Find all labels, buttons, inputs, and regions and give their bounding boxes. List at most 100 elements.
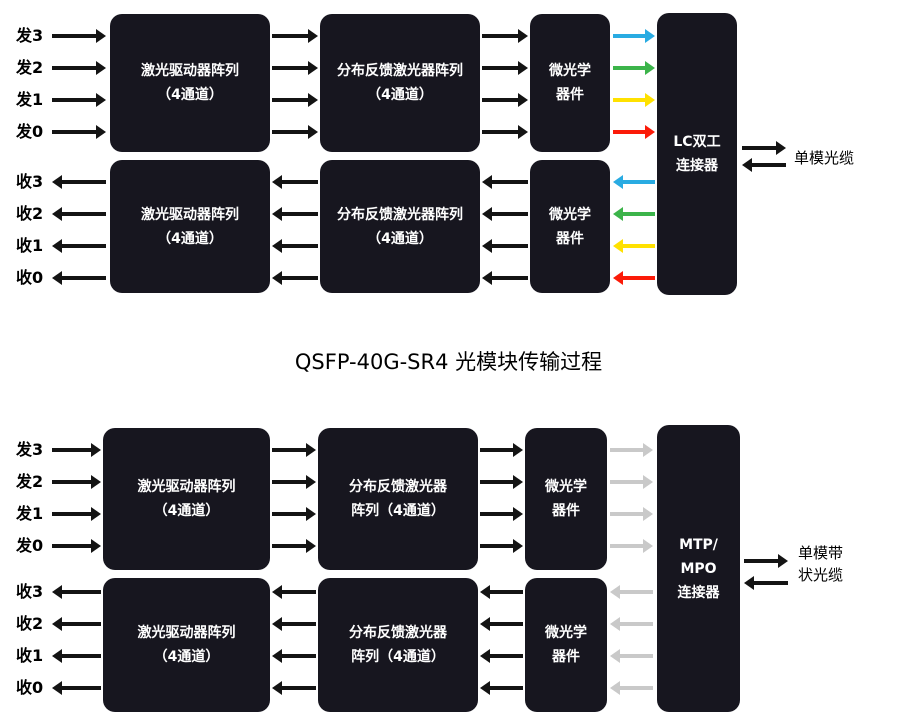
block-label-line: （4通道） xyxy=(157,230,223,247)
block-label-line: 激光驱动器阵列 xyxy=(141,63,239,79)
lane-arrow-gray xyxy=(610,680,653,696)
block-label-line: MPO xyxy=(680,560,717,577)
rx-flow-arrow xyxy=(52,270,106,286)
rx-port-label: 收3 xyxy=(16,172,44,191)
tx-flow-arrow xyxy=(272,442,316,458)
block-label-line: 连接器 xyxy=(677,584,720,601)
lane-arrow-red xyxy=(613,124,655,140)
block-label-line: 微光学 xyxy=(549,63,591,79)
lane-arrow-gray xyxy=(610,442,653,458)
tx-flow-arrow xyxy=(52,474,101,490)
rx-flow-arrow xyxy=(482,270,528,286)
lane-arrow-gray xyxy=(610,616,653,632)
tx-flow-arrow xyxy=(52,538,101,554)
block-label-line: 连接器 xyxy=(676,158,718,174)
block-label-line: 激光驱动器阵列 xyxy=(137,625,236,641)
micro-optics-tx-block: 微光学 器件 xyxy=(525,428,607,570)
dfb-laser-array-tx-block: 分布反馈激光器 阵列（4通道） xyxy=(318,428,478,570)
lane-arrow-green xyxy=(613,206,655,222)
rx-port-label: 收2 xyxy=(16,614,44,633)
tx-flow-arrow xyxy=(480,538,523,554)
block-label-line: 分布反馈激光器 xyxy=(349,479,447,495)
tx-port-label: 发2 xyxy=(16,58,44,77)
tx-flow-arrow xyxy=(272,60,318,76)
tx-flow-arrow xyxy=(480,442,523,458)
cable-label-line: 单模带 xyxy=(798,544,844,562)
tx-flow-arrow xyxy=(52,442,101,458)
tx-port-label: 发2 xyxy=(16,472,44,491)
tx-flow-arrow xyxy=(52,92,106,108)
tx-flow-arrow xyxy=(52,60,106,76)
rx-flow-arrow xyxy=(272,584,316,600)
tx-flow-arrow xyxy=(52,28,106,44)
tx-flow-arrow xyxy=(482,124,528,140)
cable-label: 单模光缆 xyxy=(794,149,855,167)
cable-label-line: 状光缆 xyxy=(798,566,844,584)
rx-port-label: 收0 xyxy=(16,678,44,697)
block-label-line: MTP/ xyxy=(679,536,718,553)
rx-flow-arrow xyxy=(480,648,523,664)
micro-optics-rx-block: 微光学 器件 xyxy=(530,160,610,293)
rx-flow-arrow xyxy=(272,238,318,254)
block-label-line: 微光学 xyxy=(545,479,587,495)
laser-driver-array-tx-block: 激光驱动器阵列 （4通道） xyxy=(103,428,270,570)
diagram-caption: QSFP-40G-SR4 光模块传输过程 xyxy=(294,350,603,374)
dfb-laser-array-tx-block: 分布反馈激光器阵列 （4通道） xyxy=(320,14,480,152)
tx-port-label: 发1 xyxy=(16,90,44,109)
rx-flow-arrow xyxy=(52,174,106,190)
rx-flow-arrow xyxy=(272,270,318,286)
tx-flow-arrow xyxy=(480,506,523,522)
block-label-line: 分布反馈激光器阵列 xyxy=(337,206,463,223)
tx-flow-arrow xyxy=(482,60,528,76)
block-label-line: 阵列（4通道） xyxy=(351,503,445,519)
lane-arrow-yellow xyxy=(613,238,655,254)
tx-flow-arrow xyxy=(482,92,528,108)
rx-flow-arrow xyxy=(272,206,318,222)
rx-port-label: 收1 xyxy=(16,236,44,255)
lane-arrow-green xyxy=(613,60,655,76)
rx-flow-arrow xyxy=(52,616,101,632)
micro-optics-rx-block: 微光学 器件 xyxy=(525,578,607,712)
tx-flow-arrow xyxy=(272,28,318,44)
rx-flow-arrow xyxy=(52,206,106,222)
cable-label: 单模带 状光缆 xyxy=(798,542,843,586)
lane-arrow-gray xyxy=(610,648,653,664)
cable-arrow-out xyxy=(742,140,786,156)
rx-flow-arrow xyxy=(272,648,316,664)
rx-port-label: 收3 xyxy=(16,582,44,601)
rx-flow-arrow xyxy=(272,680,316,696)
tx-flow-arrow xyxy=(480,474,523,490)
tx-flow-arrow xyxy=(482,28,528,44)
rx-flow-arrow xyxy=(272,174,318,190)
rx-flow-arrow xyxy=(52,648,101,664)
micro-optics-tx-block: 微光学 器件 xyxy=(530,14,610,152)
rx-flow-arrow xyxy=(480,616,523,632)
cable-arrow-in xyxy=(744,575,788,591)
cable-arrow-in xyxy=(742,157,786,173)
tx-flow-arrow xyxy=(272,506,316,522)
tx-flow-arrow xyxy=(272,92,318,108)
block-label-line: （4通道） xyxy=(367,87,433,103)
tx-port-label: 发0 xyxy=(16,536,44,555)
rx-flow-arrow xyxy=(272,616,316,632)
lane-arrow-blue xyxy=(613,174,655,190)
lane-arrow-gray xyxy=(610,538,653,554)
block-label-line: 微光学 xyxy=(545,625,587,641)
tx-port-label: 发0 xyxy=(16,122,44,141)
lane-arrow-gray xyxy=(610,584,653,600)
rx-flow-arrow xyxy=(482,238,528,254)
tx-flow-arrow xyxy=(272,124,318,140)
block-label-line: 激光驱动器阵列 xyxy=(141,206,239,223)
block-label-line: 激光驱动器阵列 xyxy=(137,479,236,495)
block-label-line: 器件 xyxy=(556,87,584,103)
lane-arrow-red xyxy=(613,270,655,286)
block-label-line: 阵列（4通道） xyxy=(351,649,445,665)
rx-port-label: 收2 xyxy=(16,204,44,223)
tx-flow-arrow xyxy=(52,124,106,140)
dfb-laser-array-rx-block: 分布反馈激光器 阵列（4通道） xyxy=(318,578,478,712)
block-label-line: 器件 xyxy=(552,649,580,665)
block-label-line: （4通道） xyxy=(367,230,433,247)
block-label-line: （4通道） xyxy=(153,649,220,665)
